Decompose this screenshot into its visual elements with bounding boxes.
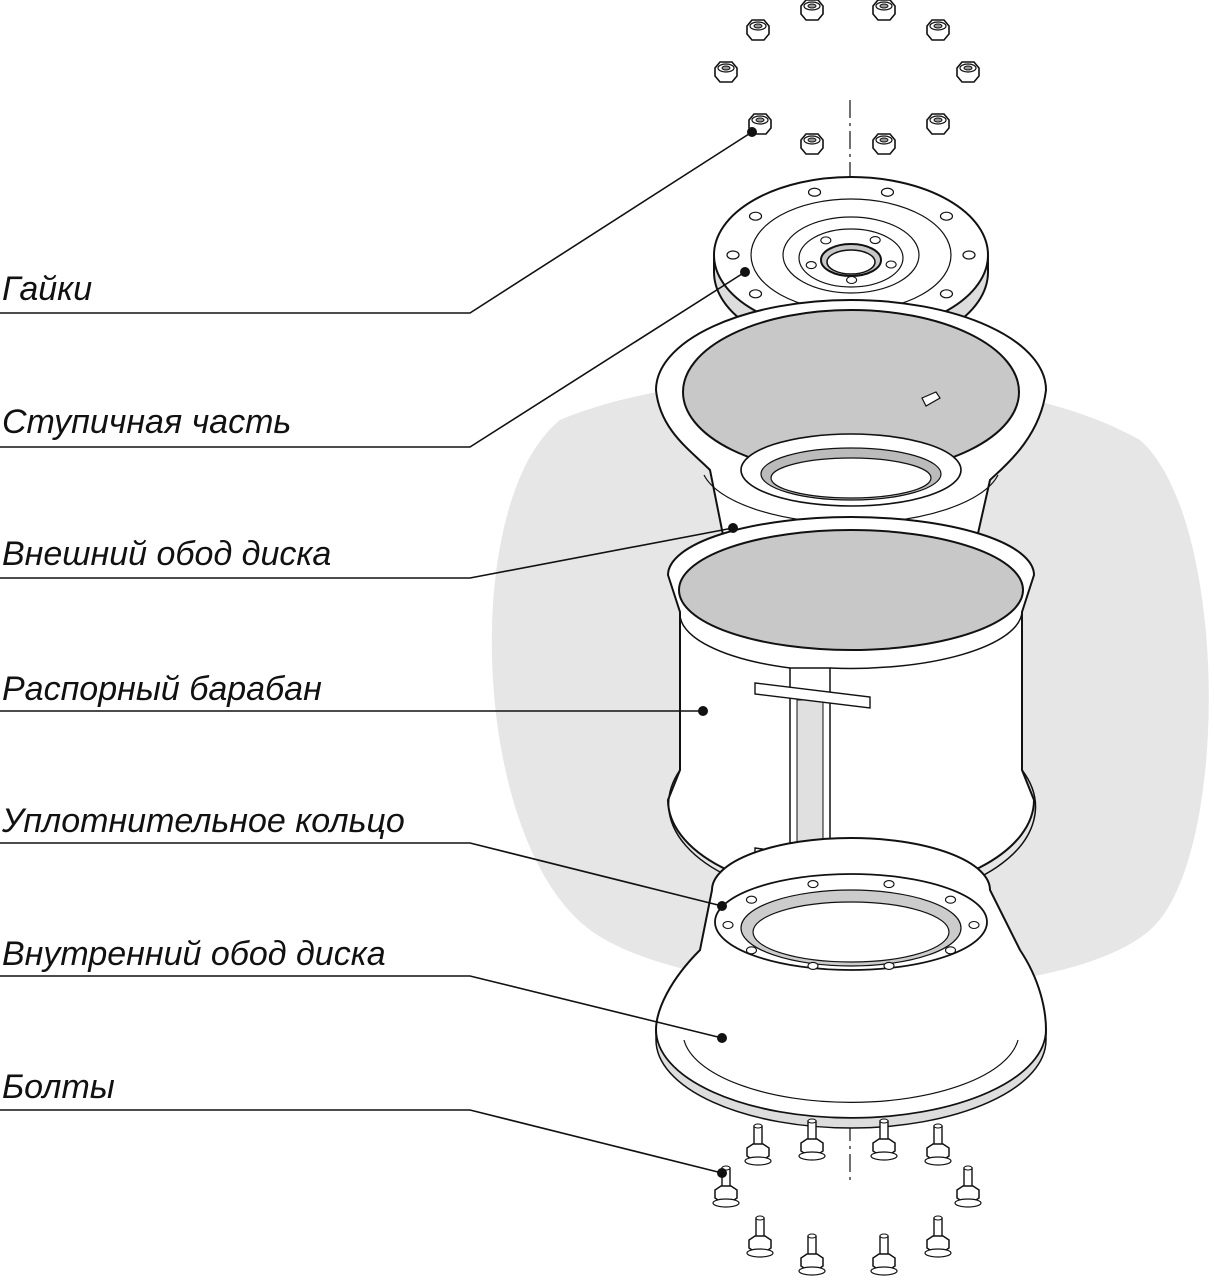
spacer-drum-part	[666, 516, 1037, 903]
leader-seal-ring	[0, 842, 723, 907]
leader-bolts	[0, 1109, 723, 1174]
nut-icon	[714, 61, 738, 83]
label-outer-rim: Внешний обод диска	[2, 535, 331, 573]
nuts-group	[714, 0, 980, 155]
nut-icon	[800, 0, 824, 21]
label-seal-ring: Уплотнительное кольцо	[1, 802, 405, 840]
bolt-icon	[870, 1118, 898, 1161]
bolt-icon	[744, 1123, 772, 1166]
bolt-icon	[712, 1165, 740, 1208]
inner-rim-part	[654, 837, 1048, 1129]
label-nuts: Гайки	[2, 270, 92, 308]
label-bolts: Болты	[2, 1068, 115, 1106]
bolt-icon	[954, 1165, 982, 1208]
nut-icon	[872, 133, 896, 155]
nut-icon	[872, 0, 896, 21]
nut-icon	[956, 61, 980, 83]
label-spacer-drum: Распорный барабан	[2, 670, 322, 708]
leader-nuts	[0, 131, 753, 314]
bolt-icon	[924, 1215, 952, 1258]
bolt-icon	[924, 1123, 952, 1166]
leader-hub	[0, 271, 746, 448]
leader-outer-rim	[0, 527, 734, 579]
leader-lines	[0, 127, 757, 1178]
bolt-icon	[798, 1118, 826, 1161]
bolt-icon	[746, 1215, 774, 1258]
bolts-group	[712, 1118, 982, 1276]
label-hub: Ступичная часть	[2, 403, 291, 441]
leader-inner-rim	[0, 975, 723, 1039]
nut-icon	[926, 113, 950, 135]
nut-icon	[800, 133, 824, 155]
bolt-icon	[870, 1233, 898, 1276]
nut-icon	[746, 19, 770, 41]
nut-icon	[926, 19, 950, 41]
bolt-icon	[798, 1233, 826, 1276]
label-inner-rim: Внутренний обод диска	[2, 935, 386, 973]
